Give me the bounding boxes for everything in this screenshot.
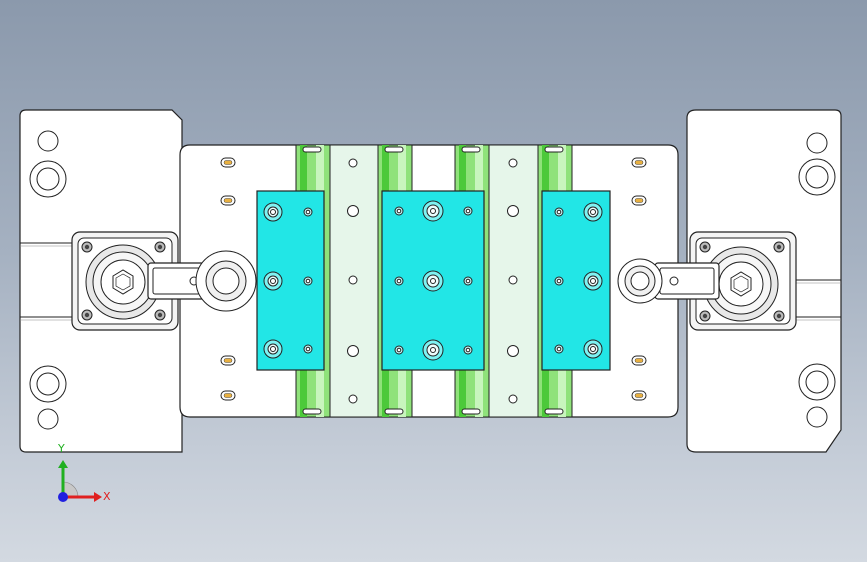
z-axis-dot — [58, 492, 68, 502]
left-actuator-assembly[interactable] — [71, 231, 257, 331]
y-axis-label: Y — [57, 442, 65, 455]
x-axis-label: X — [103, 490, 111, 503]
y-axis-arrowhead — [58, 460, 68, 468]
slotted-hole-group-left — [220, 157, 236, 401]
axis-triad: X Y — [57, 442, 111, 503]
x-axis-arrowhead — [94, 492, 102, 502]
rail-end-marks — [302, 146, 564, 415]
right-actuator-assembly[interactable] — [617, 231, 797, 331]
slotted-hole-group-right — [631, 157, 647, 401]
carriage-block-left[interactable] — [256, 190, 325, 371]
center-strip-2[interactable] — [488, 144, 539, 418]
carriage-block-center[interactable] — [381, 190, 485, 371]
center-strip-1[interactable] — [329, 144, 379, 418]
carriage-block-right[interactable] — [541, 190, 611, 371]
